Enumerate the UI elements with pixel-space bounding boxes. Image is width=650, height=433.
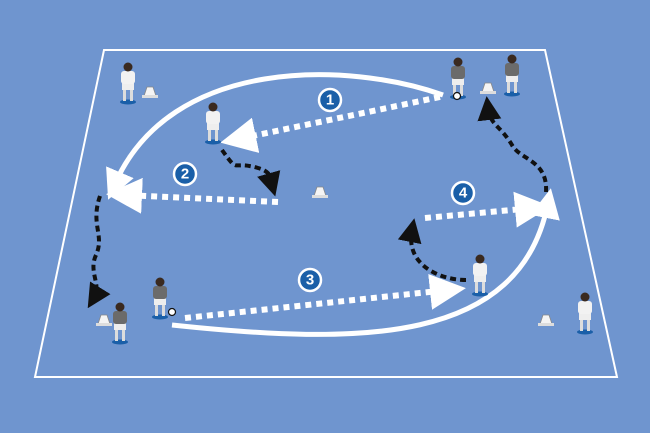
pitch-boundary (33, 49, 619, 378)
cone-icon (96, 314, 112, 326)
dribble-arrow-c (397, 218, 467, 282)
pass-arrow-4 (424, 191, 551, 228)
svg-text:3: 3 (306, 272, 314, 289)
pass-arrow-2 (106, 177, 279, 214)
cone-icon (480, 82, 496, 94)
step-badge-3: 3 (297, 267, 323, 293)
svg-text:1: 1 (326, 92, 334, 109)
player-icon (152, 277, 168, 320)
player-icon (472, 254, 488, 297)
cone-icon (312, 186, 328, 198)
run-arrow-solid-bottom (171, 188, 560, 337)
dribble-arrow-a (220, 148, 281, 197)
player-icon (205, 102, 221, 145)
dribble-arrow-b (87, 195, 111, 309)
svg-text:2: 2 (181, 166, 189, 183)
step-badge-4: 4 (450, 180, 476, 206)
ball-icon (452, 91, 462, 101)
ball-icon (167, 307, 177, 317)
run-arrow-solid-top (106, 72, 444, 200)
dribble-arrow-d (477, 96, 549, 193)
step-badge-1: 1 (317, 87, 343, 113)
pass-arrow-1 (220, 94, 441, 153)
player-icon (120, 62, 136, 105)
cone-icon (142, 86, 158, 98)
player-icon (577, 292, 593, 335)
pass-arrow-3 (184, 274, 466, 321)
svg-text:4: 4 (459, 185, 468, 202)
cone-icon (538, 314, 554, 326)
step-badge-2: 2 (172, 161, 198, 187)
player-icon (504, 54, 520, 97)
player-icon (112, 302, 128, 345)
